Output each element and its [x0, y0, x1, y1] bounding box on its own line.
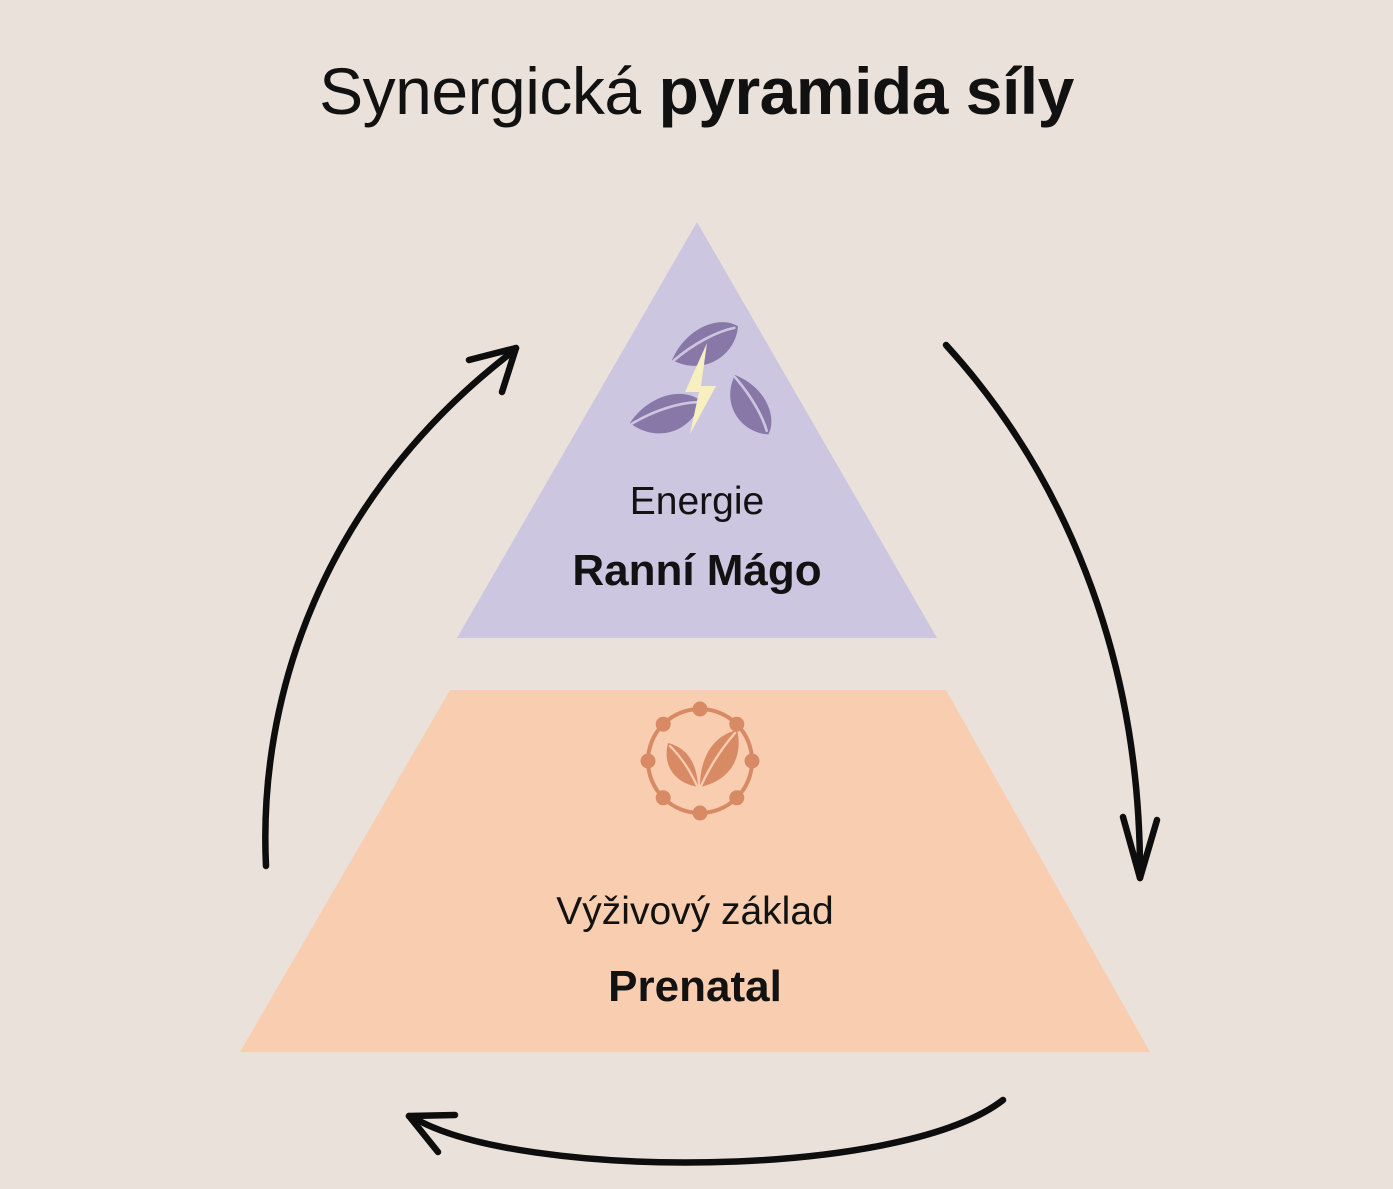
pyramid-level-top-text: Energie Ranní Mágo	[457, 480, 937, 596]
pyramid-level-top-label: Energie	[629, 480, 765, 523]
right-arrow-down	[942, 341, 1161, 882]
pyramid-level-base-shape[interactable]	[240, 690, 1150, 1052]
page-title-bold: pyramida síly	[658, 54, 1074, 128]
sprout-in-dotted-circle-icon	[640, 701, 760, 821]
pyramid-level-top-value: Ranní Mágo	[572, 546, 822, 595]
pyramid-level-top-shape[interactable]	[457, 222, 937, 638]
page-title-light: Synergická	[319, 54, 659, 128]
bottom-arrow-left	[405, 1096, 1007, 1166]
leaves-lightning-bolt-icon	[630, 322, 772, 435]
pyramid-level-base-value: Prenatal	[608, 962, 782, 1011]
pyramid-level-base-label: Výživový základ	[556, 890, 834, 933]
page-title: Synergická pyramida síly	[0, 52, 1393, 130]
pyramid-level-base-text: Výživový základ Prenatal	[240, 890, 1150, 1012]
left-arrow-up	[262, 344, 520, 870]
